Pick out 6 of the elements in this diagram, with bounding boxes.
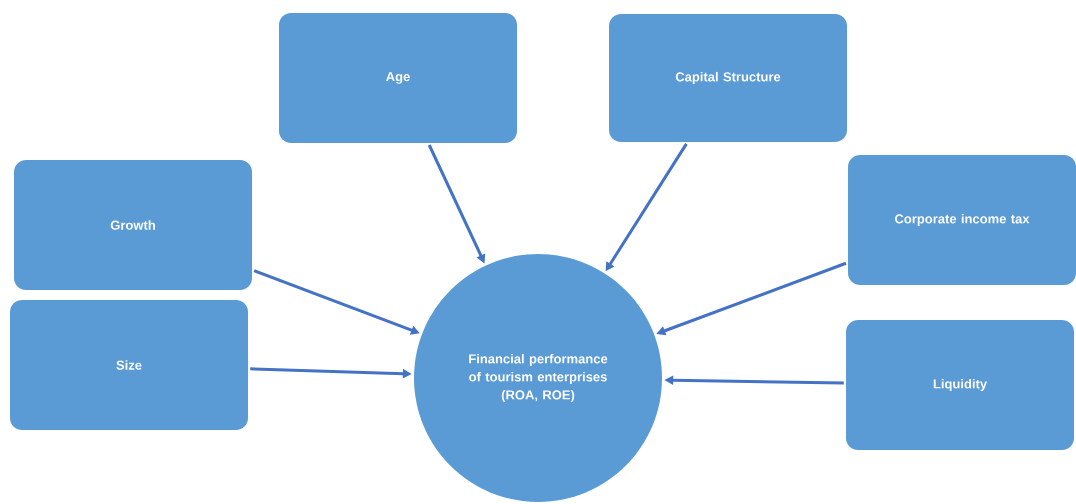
factor-box: Size xyxy=(10,300,248,430)
factor-box: Capital Structure xyxy=(609,14,847,142)
factor-box: Growth xyxy=(14,160,252,290)
factor-box: Liquidity xyxy=(846,320,1074,450)
factor-box: Corporate income tax xyxy=(848,155,1076,285)
factor-box: Age xyxy=(279,13,517,143)
